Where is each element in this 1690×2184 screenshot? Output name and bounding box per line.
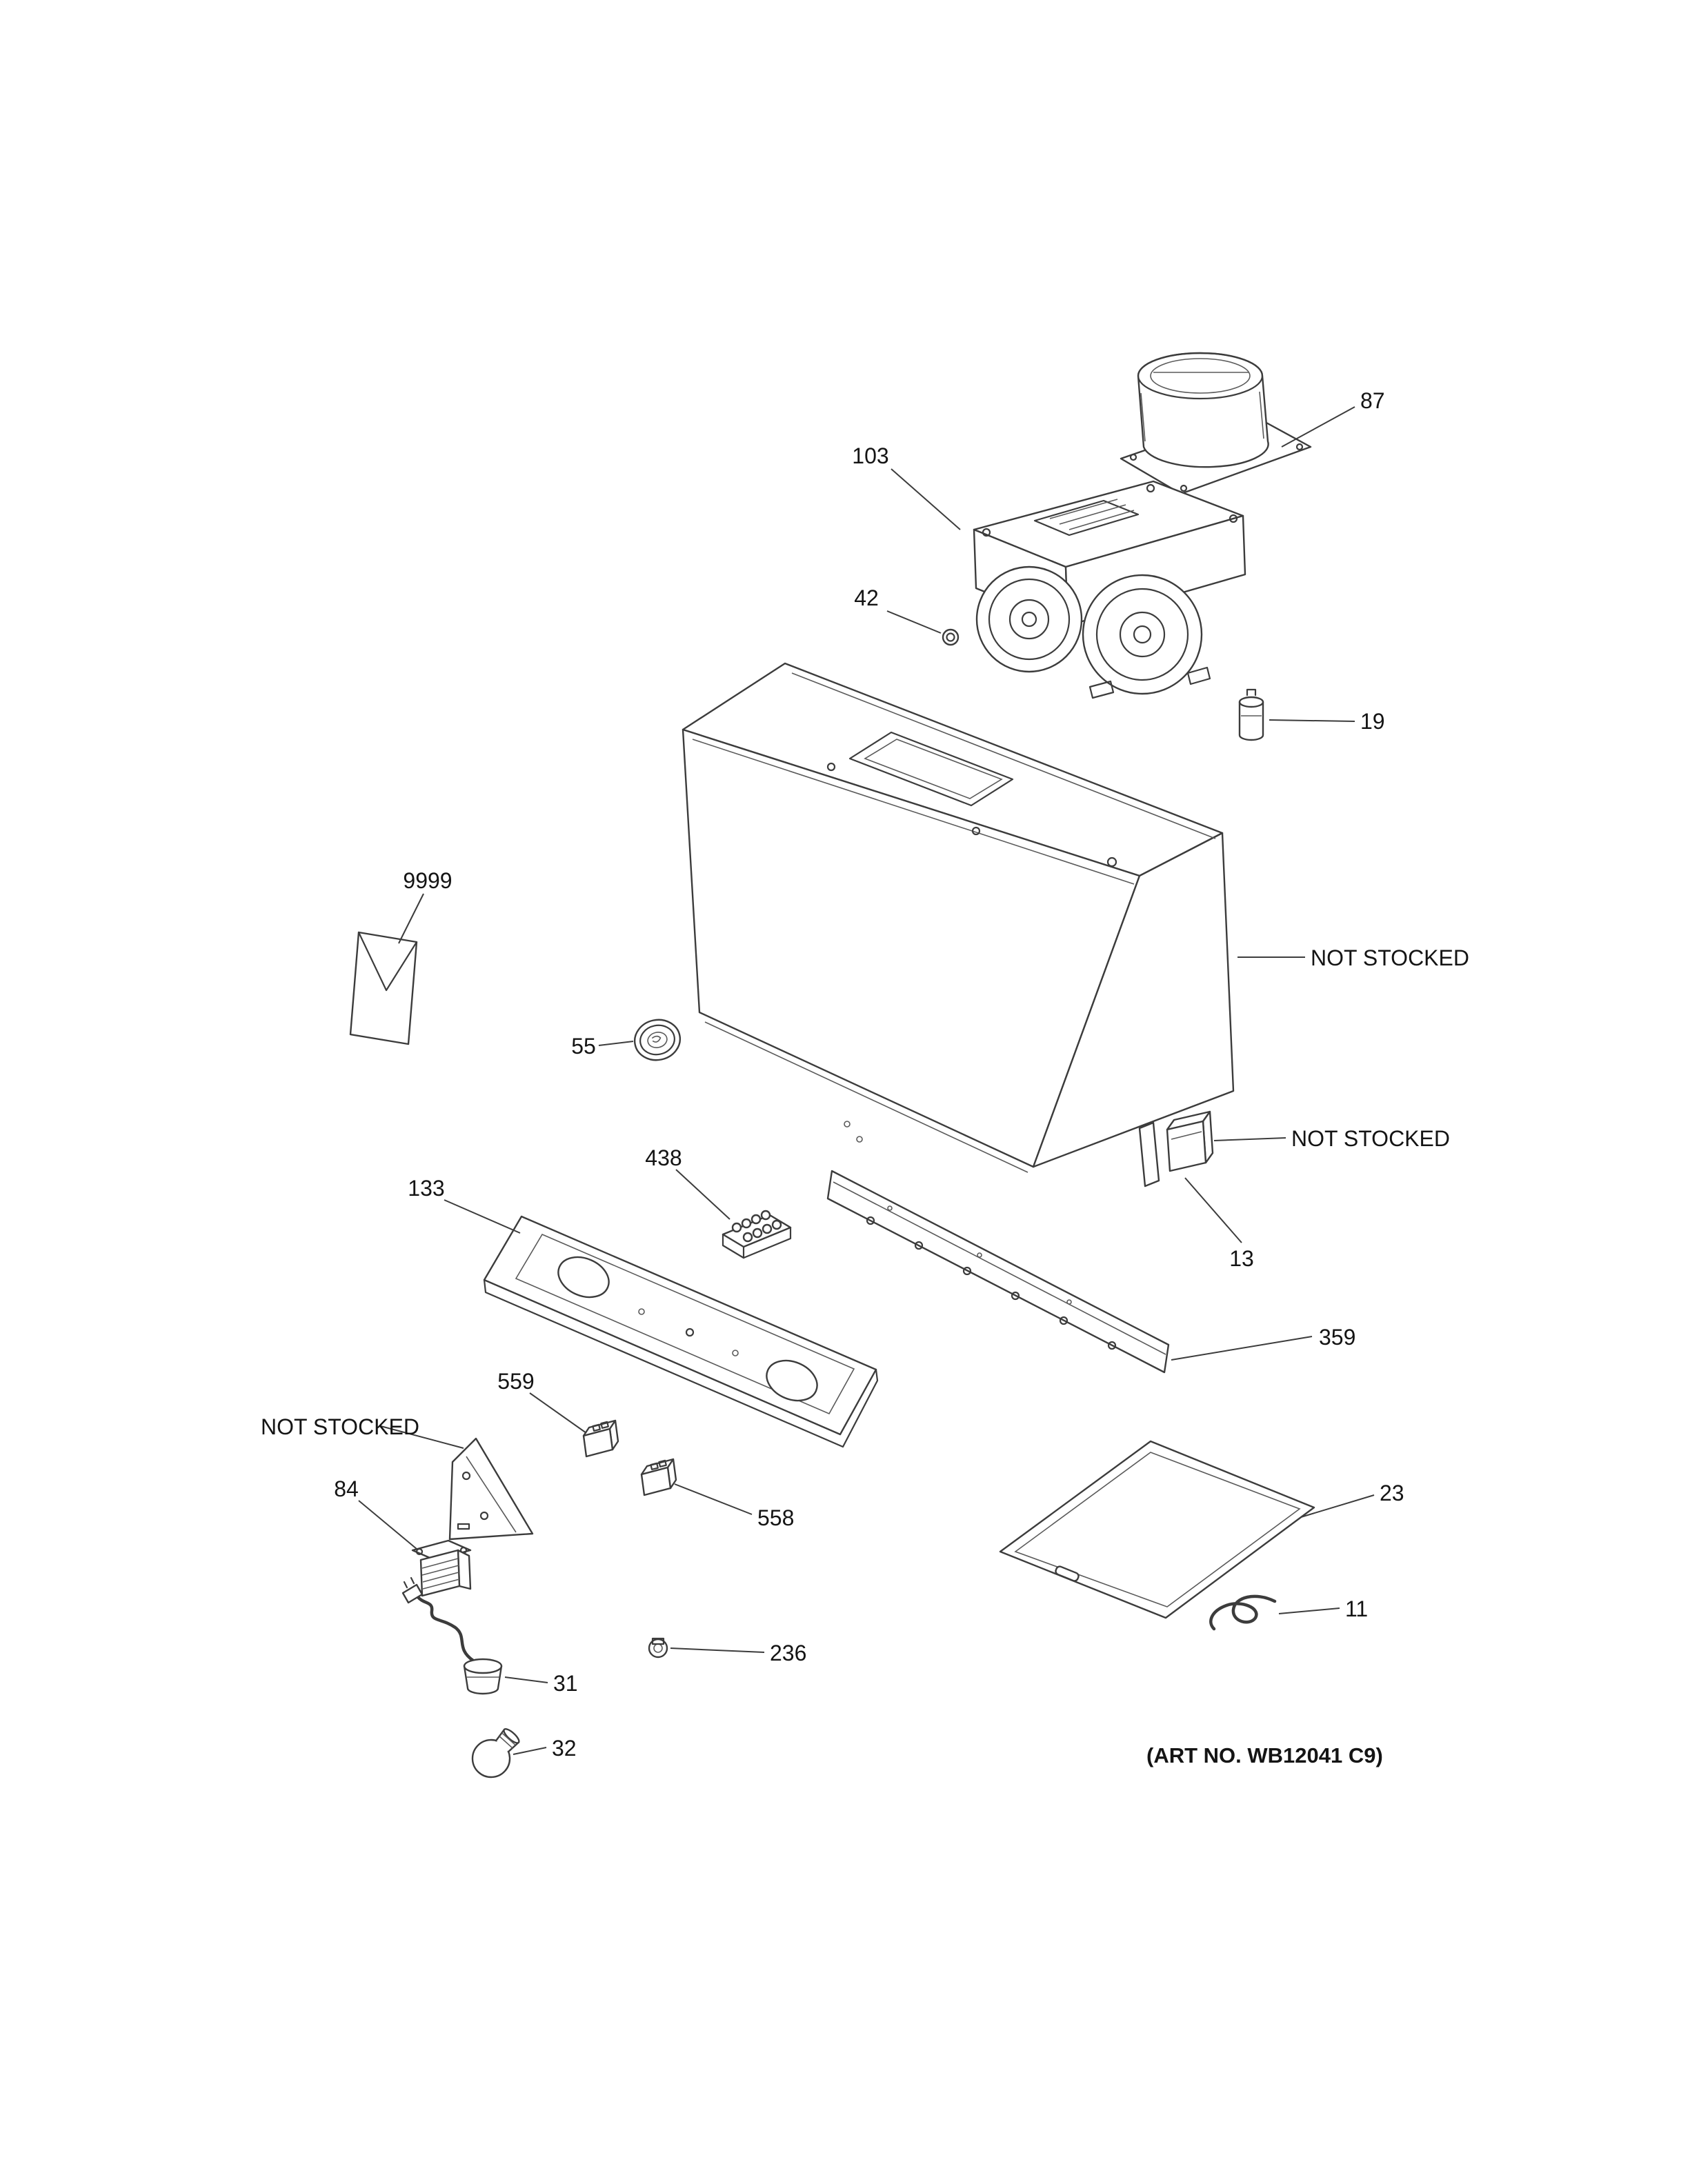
- part-switch-558: [640, 1458, 677, 1496]
- leader-438: [675, 1169, 730, 1220]
- leader-23: [1300, 1494, 1375, 1518]
- callout-labels: 87 103 42 19 9999 NOT STOCKED 55 NOT STO…: [261, 388, 1469, 1767]
- art-number: (ART NO. WB12041 C9): [1146, 1743, 1383, 1767]
- part-light-bulb: [471, 1728, 520, 1779]
- leader-13: [1184, 1177, 1242, 1243]
- label-558: 558: [757, 1505, 794, 1530]
- leader-559: [529, 1392, 587, 1434]
- part-mounting-bracket: [448, 1437, 534, 1541]
- label-13: 13: [1229, 1246, 1254, 1271]
- part-lamp-socket: [401, 1576, 503, 1695]
- leader-42: [886, 610, 942, 634]
- label-87: 87: [1360, 388, 1385, 413]
- label-not-stocked-hood: NOT STOCKED: [1311, 945, 1469, 970]
- part-capacitor: [1238, 688, 1264, 741]
- part-blower-assembly: [973, 480, 1246, 699]
- part-switch-and-bracket: [1138, 1110, 1214, 1188]
- label-23: 23: [1380, 1481, 1404, 1505]
- leader-19: [1269, 719, 1355, 722]
- part-terminal-block: [722, 1210, 792, 1259]
- leader-not-stocked-bracket: [380, 1425, 464, 1449]
- leader-133: [444, 1199, 521, 1234]
- part-bottom-frame: [483, 1215, 879, 1448]
- label-19: 19: [1360, 709, 1385, 734]
- label-438: 438: [645, 1145, 682, 1170]
- leader-31: [504, 1676, 548, 1683]
- label-not-stocked-switch: NOT STOCKED: [1291, 1126, 1450, 1151]
- part-clamp: [648, 1637, 668, 1659]
- part-nut: [942, 628, 960, 646]
- part-switch-559: [582, 1419, 619, 1458]
- label-103: 103: [852, 443, 888, 468]
- part-vent-transition-duct: [1120, 352, 1312, 495]
- leader-lines: [358, 406, 1375, 1755]
- label-559: 559: [497, 1369, 534, 1394]
- label-32: 32: [552, 1736, 577, 1761]
- label-not-stocked-bracket: NOT STOCKED: [261, 1414, 419, 1439]
- part-filter-panel: [999, 1440, 1315, 1619]
- label-359: 359: [1319, 1325, 1355, 1350]
- part-trim-strip: [826, 1170, 1170, 1374]
- leader-359: [1171, 1336, 1313, 1361]
- leader-103: [891, 468, 961, 530]
- leader-84: [358, 1500, 417, 1550]
- label-31: 31: [553, 1671, 578, 1696]
- part-hood-body: [682, 662, 1235, 1173]
- label-11: 11: [1345, 1596, 1368, 1621]
- leader-558: [674, 1483, 753, 1515]
- label-84: 84: [334, 1476, 359, 1501]
- leader-236: [670, 1647, 765, 1653]
- leader-not-stocked-13: [1213, 1137, 1286, 1141]
- leader-11: [1278, 1607, 1340, 1614]
- label-55: 55: [571, 1034, 596, 1059]
- label-133: 133: [408, 1176, 444, 1201]
- part-ge-badge: [633, 1019, 682, 1061]
- label-42: 42: [854, 585, 879, 610]
- label-236: 236: [770, 1641, 806, 1665]
- part-power-cord: [1209, 1594, 1277, 1631]
- part-literature-envelope: [349, 931, 418, 1045]
- leader-87: [1281, 406, 1355, 448]
- leader-32: [513, 1747, 547, 1755]
- part-transformer: [411, 1539, 472, 1597]
- label-9999: 9999: [403, 868, 452, 893]
- leader-9999: [398, 893, 424, 944]
- leader-55: [598, 1041, 634, 1046]
